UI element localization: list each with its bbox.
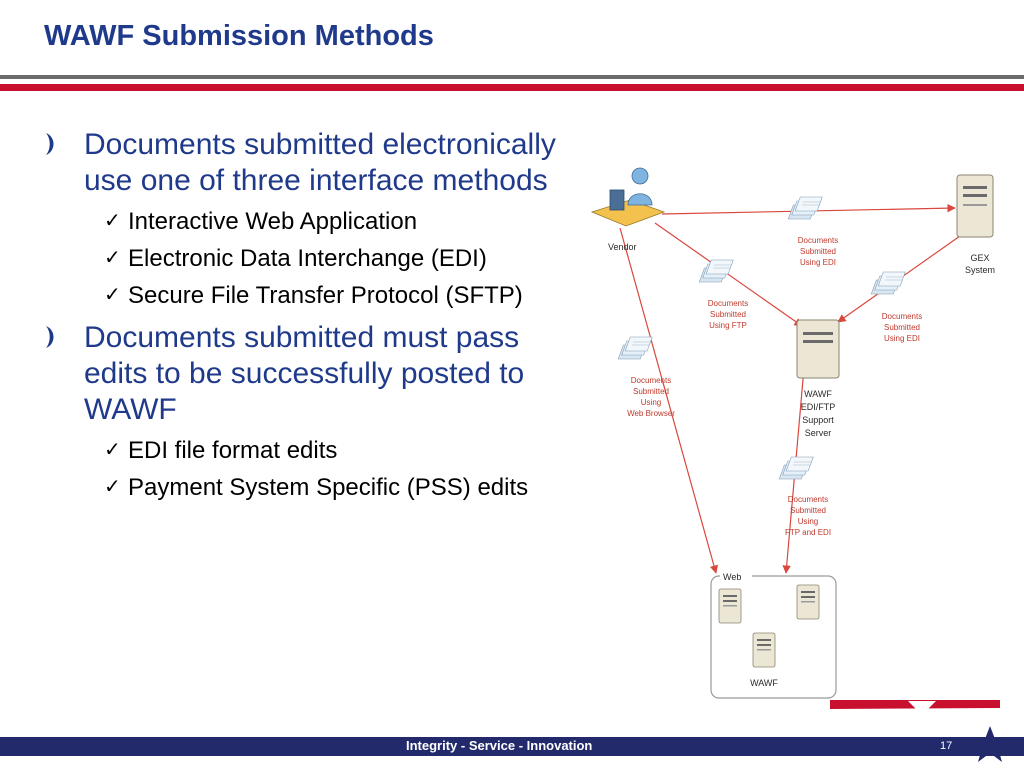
checkmark-icon: ✓ [104,284,121,306]
support-server-icon [796,319,840,379]
checkmark-icon: ✓ [104,439,121,461]
document-stack-icon [787,196,823,220]
checkmark-icon: ✓ [104,247,121,269]
web-group-label: Web [723,572,741,582]
sub-item-text: Payment System Specific (PSS) edits [128,474,529,501]
header-rule-red [0,84,1024,91]
sub-item: ✓ Payment System Specific (PSS) edits [44,473,564,502]
wawf-label: WAWF [750,678,778,688]
sub-item-text: Interactive Web Application [128,208,418,235]
document-stack-icon [617,336,653,360]
document-stack-icon [870,271,906,295]
document-stack-icon [778,456,814,480]
bullet-arrow-icon [46,133,54,155]
flow-arrows [619,203,961,574]
web-server-icon [718,588,742,624]
sub-item-text: Electronic Data Interchange (EDI) [128,245,487,272]
bullet-arrow-icon [46,326,54,348]
footer-bar [0,737,1024,756]
sub-item: ✓ Electronic Data Interchange (EDI) [44,240,564,277]
bullet-item: Documents submitted electronically use o… [44,127,564,199]
sub-item: ✓ Interactive Web Application [44,203,564,240]
sub-item-text: EDI file format edits [128,437,338,464]
header-rule-gray [0,75,1024,79]
vendor-label: Vendor [608,242,637,252]
vendor-workstation-icon [590,167,666,227]
sub-item-text: Secure File Transfer Protocol (SFTP) [128,282,523,309]
sub-item: ✓ EDI file format edits [44,432,564,469]
wawf-server-icon [752,632,776,668]
star-logo-icon [971,726,1009,762]
footer-tagline: Integrity - Service - Innovation [406,738,593,753]
web-label-mask [720,569,752,582]
bullet-text: Documents submitted must pass edits to b… [84,321,525,426]
sub-item: ✓ Secure File Transfer Protocol (SFTP) [44,277,564,314]
checkmark-icon: ✓ [104,210,121,232]
slide-title: WAWF Submission Methods [44,20,434,52]
banner-decoration [830,700,1000,715]
bullet-list: Documents submitted electronically use o… [44,127,564,502]
gex-server-icon [956,174,994,238]
page-number: 17 [940,740,953,752]
document-stack-icon [698,259,734,283]
web-server-icon [796,584,820,620]
bullet-item: Documents submitted must pass edits to b… [44,320,564,428]
bullet-text: Documents submitted electronically use o… [84,128,556,197]
checkmark-icon: ✓ [104,476,121,498]
